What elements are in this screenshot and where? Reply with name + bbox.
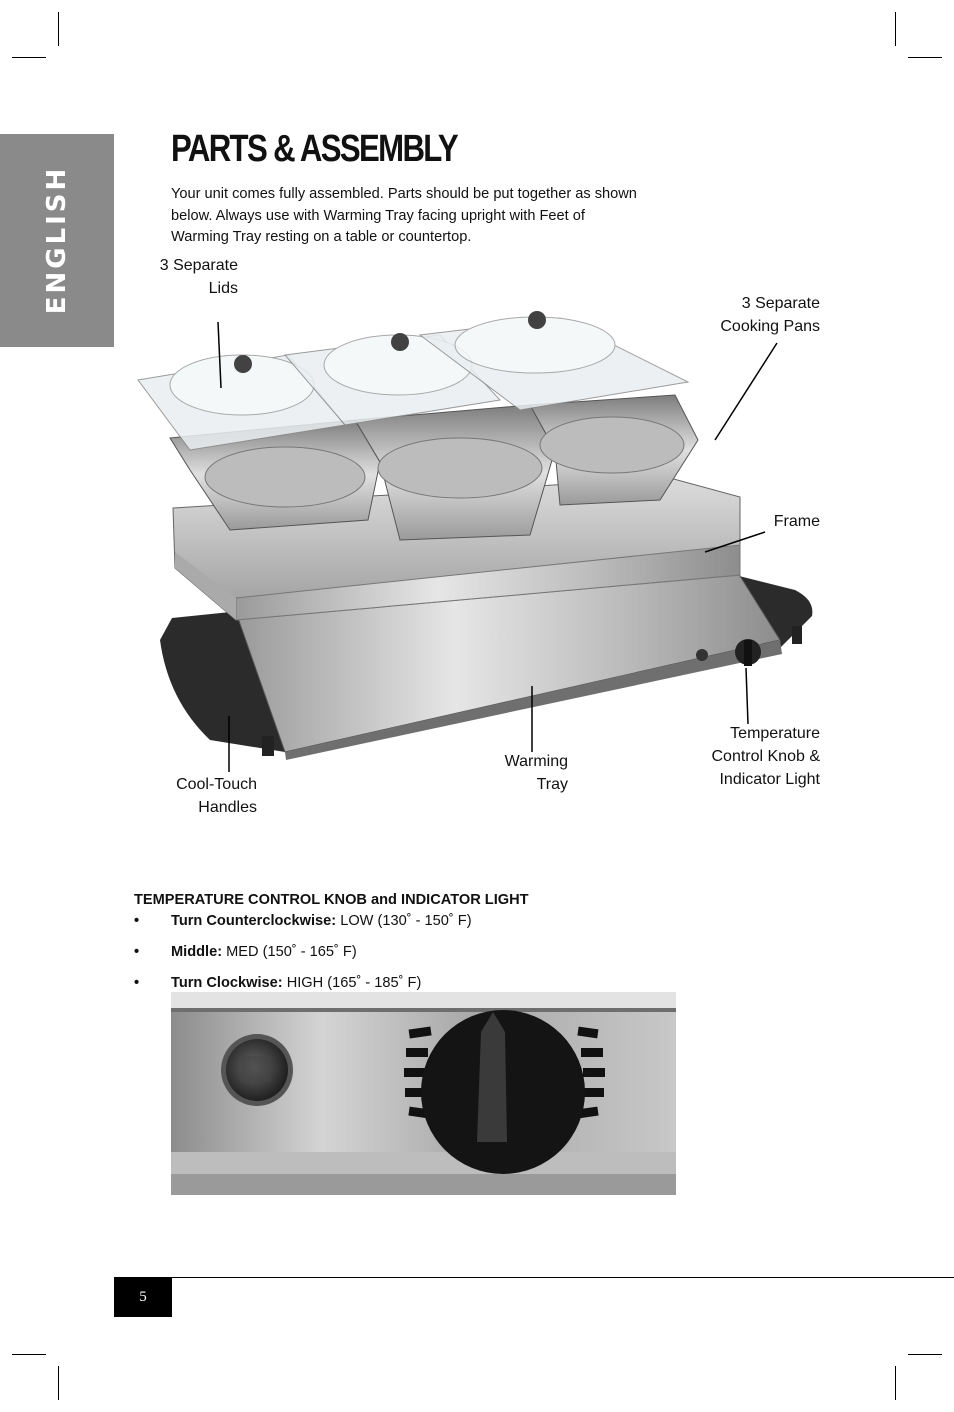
label-line: Control Knob & <box>711 748 820 765</box>
label-handles: Cool-Touch Handles <box>176 773 257 819</box>
warming-tray <box>237 567 802 760</box>
setting-label: Turn Counterclockwise: <box>171 913 337 929</box>
setting-label: Middle: <box>171 944 223 960</box>
setting-label: Turn Clockwise: <box>171 975 283 991</box>
setting-value: LOW (130˚ - 150˚ F) <box>336 913 472 929</box>
crop-mark <box>895 1366 896 1400</box>
language-tab: ENGLISH <box>0 134 114 347</box>
temperature-knob <box>404 1010 605 1174</box>
cooking-pan <box>354 404 556 541</box>
intro-paragraph: Your unit comes fully assembled. Parts s… <box>171 186 637 245</box>
cooking-pan <box>169 419 381 531</box>
page-title: PARTS & ASSEMBLY <box>171 128 459 170</box>
footer-rule <box>114 1277 954 1278</box>
label-line: 3 Separate <box>159 257 238 274</box>
label-line: Tray <box>536 776 568 793</box>
callout-line-frame <box>704 531 766 553</box>
label-line: Cool-Touch <box>176 776 257 793</box>
label-line: Warming <box>504 753 568 770</box>
crop-mark <box>908 1354 942 1355</box>
bullet-dot: • <box>134 944 140 960</box>
cooking-pan <box>529 394 699 506</box>
temperature-knob <box>735 639 761 666</box>
label-tray: Warming Tray <box>505 750 568 796</box>
page-number: 5 <box>114 1277 172 1317</box>
crop-mark <box>58 1366 59 1400</box>
label-knob: Temperature Control Knob & Indicator Lig… <box>711 722 820 791</box>
buffet-server-illustration <box>137 311 813 772</box>
knob-closeup-photo <box>171 992 676 1195</box>
label-line: Frame <box>773 513 820 530</box>
indicator-light <box>696 649 708 661</box>
callout-line-knob <box>745 667 749 725</box>
callout-line-lids <box>217 321 222 389</box>
lid <box>137 354 346 451</box>
indicator-light <box>221 1034 293 1106</box>
crop-mark <box>895 12 896 46</box>
label-frame: Frame <box>774 510 820 533</box>
lid <box>284 333 501 426</box>
label-line: Temperature <box>730 725 820 742</box>
lid <box>418 311 690 411</box>
label-line: Indicator Light <box>719 771 820 788</box>
crop-mark <box>58 12 59 46</box>
label-line: Handles <box>198 799 257 816</box>
label-pans: 3 Separate Cooking Pans <box>720 292 820 338</box>
label-line: 3 Separate <box>741 295 820 312</box>
crop-mark <box>12 1354 46 1355</box>
label-lids: 3 Separate Lids <box>160 254 238 300</box>
setting-value: HIGH (165˚ - 185˚ F) <box>282 975 422 991</box>
callout-line-pans <box>714 342 778 441</box>
bullet-dot: • <box>134 975 140 991</box>
crop-mark <box>908 57 942 58</box>
label-line: Cooking Pans <box>720 318 820 335</box>
label-line: Lids <box>208 280 238 297</box>
crop-mark <box>12 57 46 58</box>
setting-value: MED (150˚ - 165˚ F) <box>222 944 357 960</box>
bullet-dot: • <box>134 913 140 929</box>
temperature-heading: TEMPERATURE CONTROL KNOB and INDICATOR L… <box>134 892 529 908</box>
